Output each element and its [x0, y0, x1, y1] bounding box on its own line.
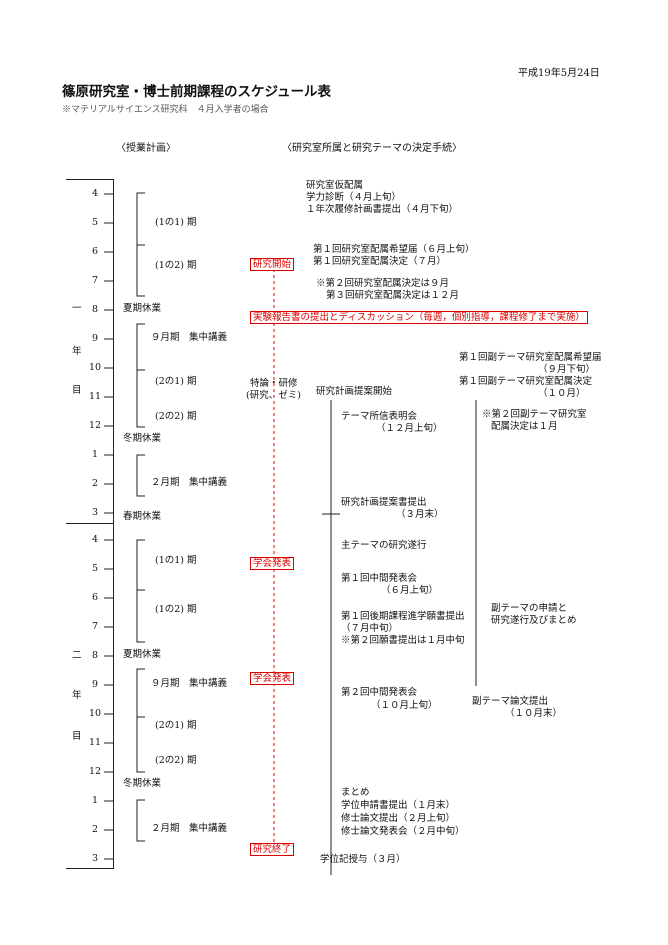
- sub-event-text: 研究遂行及びまとめ: [491, 615, 577, 626]
- page-title: 篠原研究室・博士前期課程のスケジュール表: [62, 84, 332, 100]
- event-text: 第１回研究室配属決定（７月）: [313, 256, 447, 267]
- event-text: 研究計画提案開始: [316, 386, 393, 397]
- event-text: 第２回中間発表会: [341, 687, 418, 698]
- y1-month: 12: [89, 420, 102, 431]
- term-label: (1の2) 期: [155, 604, 197, 615]
- sub-event-text: 副テーマ論文提出: [472, 696, 549, 707]
- term-label: (2の1) 期: [155, 720, 197, 731]
- year1-label-char3: 目: [72, 385, 82, 396]
- sub-event-text: （１０月末）: [505, 708, 563, 719]
- timeline-top-rule: [66, 179, 114, 180]
- event-text: まとめ: [341, 787, 370, 798]
- year-divider-rule: [66, 523, 114, 524]
- y2-month: 7: [92, 621, 99, 632]
- y1-month: 3: [92, 507, 99, 518]
- term-label: 春期休業: [123, 511, 162, 522]
- term-label: ２月期 集中講義: [151, 823, 228, 834]
- year1-label-char2: 年: [72, 346, 82, 357]
- event-text: 修士論文発表会（２月中旬）: [341, 826, 465, 837]
- header-lab-procedure: 〈研究室所属と研究テーマの決定手続〉: [282, 143, 462, 154]
- event-text: 学力診断（４月上旬）: [306, 192, 402, 203]
- term-label: ９月期 集中講義: [151, 332, 228, 343]
- y1-month: 6: [92, 246, 99, 257]
- y1-month: 2: [92, 478, 99, 489]
- seminar-sublabel: (研究、ゼミ): [246, 390, 301, 401]
- sub-event-text: 副テーマの申請と: [491, 603, 568, 614]
- y1-month: 1: [92, 449, 99, 460]
- term-label: 冬期休業: [123, 778, 162, 789]
- y2-month: 12: [89, 766, 102, 777]
- term-label: ２月期 集中講義: [151, 477, 228, 488]
- event-text: 第３回研究室配属決定は１２月: [326, 290, 460, 301]
- seminar-label: 特論・研修: [250, 378, 298, 389]
- event-text: 主テーマの研究遂行: [341, 540, 427, 551]
- event-text: 修士論文提出（２月上旬）: [341, 813, 456, 824]
- y1-month: 4: [92, 188, 99, 199]
- term-label: (1の1) 期: [155, 555, 197, 566]
- term-label: 冬期休業: [123, 433, 162, 444]
- term-label: (2の2) 期: [155, 755, 197, 766]
- term-label: (1の1) 期: [155, 217, 197, 228]
- sub-event-text: 第１回副テーマ研究室配属希望届: [459, 352, 602, 363]
- event-text: （３月末）: [396, 509, 444, 520]
- event-text: 研究計画提案書提出: [341, 497, 427, 508]
- event-text: （１０月上旬）: [371, 700, 438, 711]
- event-text: 第１回研究室配属希望届（６月上旬）: [313, 244, 475, 255]
- event-text: （６月上旬）: [381, 585, 439, 596]
- header-class-plan: 〈授業計画〉: [116, 143, 176, 154]
- y1-month: 9: [92, 333, 99, 344]
- y1-month: 8: [92, 304, 99, 315]
- y1-month: 5: [92, 217, 99, 228]
- y2-month: 8: [92, 650, 99, 661]
- conference-badge: 学会発表: [250, 557, 295, 570]
- term-label: (2の1) 期: [155, 376, 197, 387]
- weekly-report-banner: 実験報告書の提出とディスカッション（毎週，個別指導，課程修了まで実施）: [250, 311, 588, 324]
- term-label: ９月期 集中講義: [151, 678, 228, 689]
- event-text: 第１回後期課程進学願書提出: [341, 611, 465, 622]
- research-start-badge: 研究開始: [250, 258, 295, 271]
- research-end-badge: 研究終了: [250, 843, 295, 856]
- y2-month: 4: [92, 534, 99, 545]
- event-text: テーマ所信表明会: [341, 411, 418, 422]
- page-subtitle: ※マテリアルサイエンス研究科 ４月入学者の場合: [62, 105, 269, 115]
- year1-label-char1: 一: [72, 303, 82, 314]
- year2-label-char2: 年: [72, 690, 82, 701]
- y2-month: 5: [92, 563, 99, 574]
- year2-label-char1: 二: [72, 650, 82, 661]
- y1-month: 7: [92, 275, 99, 286]
- term-label: (1の2) 期: [155, 260, 197, 271]
- y2-month: 2: [92, 824, 99, 835]
- event-text: １年次履修計画書提出（４月下旬）: [306, 204, 459, 215]
- y2-month: 10: [89, 708, 102, 719]
- event-text: 研究室仮配属: [306, 180, 364, 191]
- y2-month: 3: [92, 853, 99, 864]
- event-text: 学位申請書提出（１月末）: [341, 800, 456, 811]
- event-text: （１２月上旬）: [376, 423, 443, 434]
- y2-month: 6: [92, 592, 99, 603]
- timeline-axis: [113, 179, 114, 868]
- sub-event-text: 配属決定は１月: [491, 421, 558, 432]
- sub-event-text: （９月下旬）: [538, 364, 596, 375]
- y1-month: 10: [89, 362, 102, 373]
- y2-month: 1: [92, 795, 99, 806]
- timeline-bottom-rule: [66, 868, 114, 869]
- term-label: (2の2) 期: [155, 411, 197, 422]
- term-label: 夏期休業: [123, 303, 162, 314]
- sub-event-text: （１０月）: [538, 388, 586, 399]
- event-text: ※第２回願書提出は１月中旬: [341, 635, 465, 646]
- document-date: 平成19年5月24日: [518, 68, 600, 79]
- sub-event-text: 第１回副テーマ研究室配属決定: [459, 376, 593, 387]
- event-text: （７月中旬）: [341, 623, 399, 634]
- event-text: ※第２回研究室配属決定は９月: [316, 278, 450, 289]
- y2-month: 11: [89, 737, 102, 748]
- event-text: 学位記授与（３月）: [320, 854, 406, 865]
- term-label: 夏期休業: [123, 649, 162, 660]
- event-text: 第１回中間発表会: [341, 573, 418, 584]
- y1-month: 11: [89, 391, 102, 402]
- y2-month: 9: [92, 679, 99, 690]
- sub-event-text: ※第２回副テーマ研究室: [482, 409, 587, 420]
- year2-label-char3: 目: [72, 731, 82, 742]
- conference-badge: 学会発表: [250, 672, 295, 685]
